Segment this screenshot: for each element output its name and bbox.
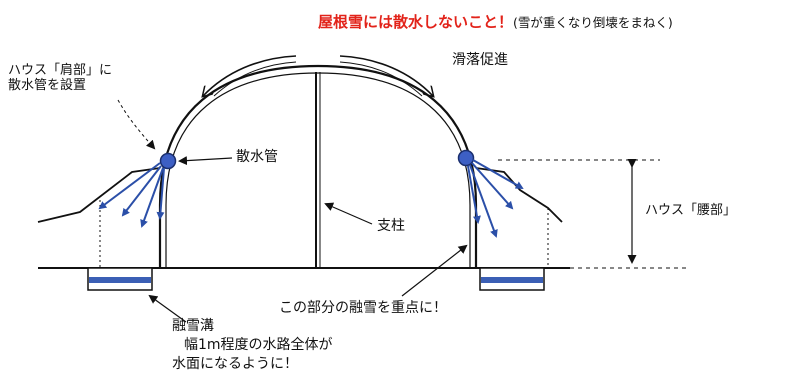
left-pipe-icon — [159, 152, 177, 170]
slide-label: 滑落促進 — [452, 52, 508, 68]
greenhouse-arch-inner — [165, 72, 471, 268]
right-pipe-icon — [457, 149, 475, 167]
focus-label: この部分の融雪を重点に！ — [279, 300, 447, 316]
pipe-leader — [178, 156, 233, 166]
focus-leader — [401, 244, 468, 297]
greenhouse-arch — [158, 64, 478, 268]
left-snow-mound — [37, 167, 161, 223]
warning-note: (雪が重くなり倒壊をまねく) — [513, 15, 673, 30]
left-spray-arrows — [98, 162, 165, 228]
shoulder-label: ハウス「肩部」に 散水管を設置 — [8, 63, 113, 94]
slide-arrow-right — [339, 55, 433, 96]
slide-arrow-left-inner — [213, 61, 297, 97]
pipe-label: 散水管 — [236, 149, 278, 165]
left-channel-water — [89, 277, 151, 283]
slide-arrow-right-inner — [339, 61, 423, 97]
channel-leader — [148, 294, 187, 323]
warning-title: 屋根雪には散水しないこと！(雪が重くなり倒壊をまねく) — [318, 13, 673, 31]
shoulder-label-line1: ハウス「肩部」に — [8, 63, 113, 78]
pillar-label: 支柱 — [377, 218, 405, 234]
right-channel-water — [481, 277, 543, 283]
slide-arrow-left — [203, 55, 297, 96]
channel-label: 融雪溝 幅1m程度の水路全体が 水面になるように！ — [172, 317, 333, 374]
waist-label: ハウス「腰部」 — [645, 203, 737, 218]
pillar-leader — [324, 202, 373, 225]
channel-label-line3: 水面になるように！ — [172, 355, 298, 372]
shoulder-label-line2: 散水管を設置 — [8, 77, 87, 93]
right-spray-arrows — [467, 159, 524, 238]
warning-main: 屋根雪には散水しないこと！ — [318, 13, 514, 31]
shoulder-leader — [117, 99, 156, 150]
channel-label-line1: 融雪溝 — [172, 318, 214, 334]
right-snow-mound — [475, 167, 563, 223]
channel-label-line2: 幅1m程度の水路全体が — [184, 336, 333, 353]
